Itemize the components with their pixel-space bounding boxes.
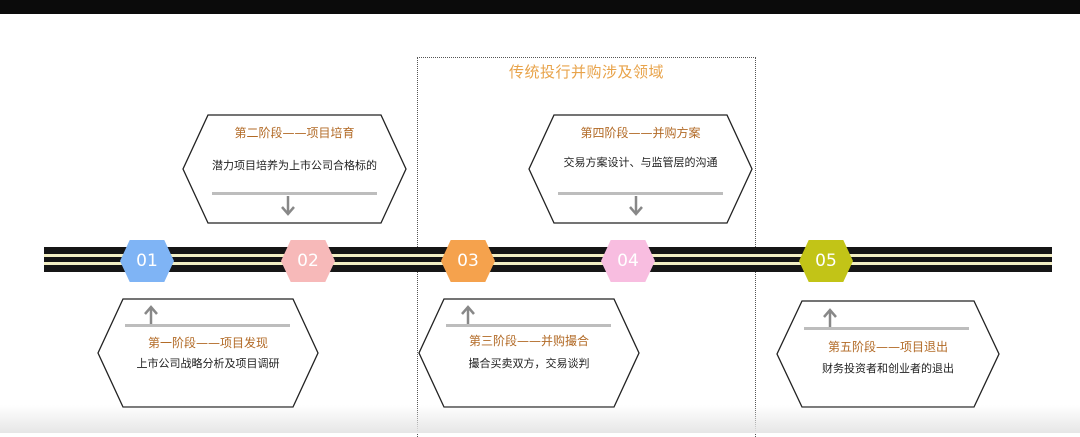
stage-card-desc: 潜力项目培养为上市公司合格标的	[212, 159, 377, 172]
stage-card-desc: 交易方案设计、与监管层的沟通	[563, 156, 718, 169]
divider	[446, 324, 611, 327]
stage-marker-03: 03	[441, 240, 495, 282]
divider	[125, 324, 290, 327]
divider	[804, 327, 969, 330]
stage-card-2: 第二阶段——项目培育 潜力项目培养为上市公司合格标的	[182, 114, 407, 224]
stage-card-title: 第二阶段——项目培育	[234, 126, 355, 140]
stage-marker-02: 02	[281, 240, 335, 282]
divider	[212, 192, 377, 195]
stage-card-title: 第五阶段——项目退出	[827, 340, 948, 354]
stage-card-4: 第四阶段——并购方案 交易方案设计、与监管层的沟通	[528, 114, 753, 224]
divider	[558, 192, 723, 195]
stage-card-desc: 上市公司战略分析及项目调研	[136, 357, 280, 370]
arrow-down-icon	[629, 196, 643, 216]
arrow-up-icon	[144, 305, 158, 325]
stage-card-title: 第四阶段——并购方案	[580, 126, 701, 140]
stage-card-desc: 撮合买卖双方，交易谈判	[468, 357, 590, 370]
arrow-up-icon	[461, 305, 475, 325]
stage-card-3: 第三阶段——并购撮合 撮合买卖双方，交易谈判	[418, 298, 640, 408]
region-title: 传统投行并购涉及领域	[508, 63, 664, 81]
arrow-up-icon	[823, 308, 837, 328]
bottom-shadow	[0, 405, 1080, 433]
top-bar	[0, 0, 1080, 14]
stage-marker-01: 01	[120, 240, 174, 282]
stage-card-desc: 财务投资者和创业者的退出	[822, 362, 954, 375]
stage-card-1: 第一阶段——项目发现 上市公司战略分析及项目调研	[97, 298, 319, 408]
stage-card-title: 第一阶段——项目发现	[147, 336, 268, 350]
stage-card-title: 第三阶段——并购撮合	[468, 334, 589, 348]
timeline-road	[44, 247, 1052, 272]
arrow-down-icon	[281, 196, 295, 216]
stage-marker-04: 04	[601, 240, 655, 282]
stage-card-5: 第五阶段——项目退出 财务投资者和创业者的退出	[776, 300, 1000, 408]
stage-marker-05: 05	[799, 240, 853, 282]
